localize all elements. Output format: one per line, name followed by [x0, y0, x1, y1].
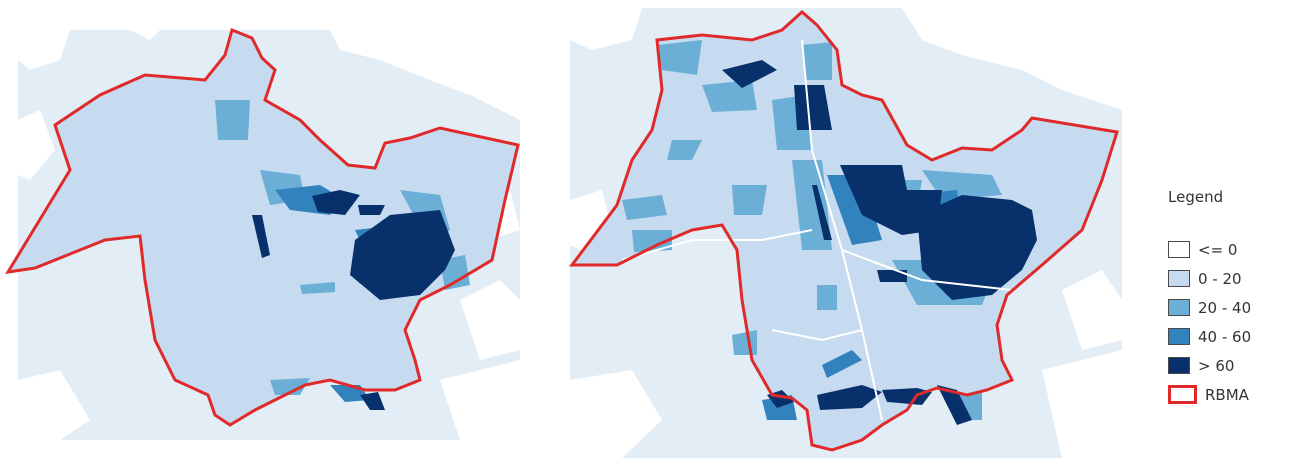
- class-gt-60-areas: [252, 190, 455, 410]
- rbma-boundary-left: [5, 27, 520, 427]
- legend-label: > 60: [1198, 356, 1235, 375]
- legend-swatch: [1168, 299, 1190, 316]
- legend-item: 40 - 60: [1168, 322, 1284, 351]
- map-panel-right[interactable]: [562, 0, 1130, 475]
- class-gt-60-areas: [722, 60, 1037, 425]
- rbma-boundary-right: [569, 9, 1119, 452]
- legend-item: RBMA: [1168, 380, 1284, 409]
- legend-item: <= 0: [1168, 235, 1284, 264]
- legend-item: 20 - 40: [1168, 293, 1284, 322]
- legend-swatch: [1168, 357, 1190, 374]
- legend-swatch: [1168, 385, 1197, 404]
- legend-items: <= 0 0 - 20 20 - 40 40 - 60 > 60 RBMA: [1168, 235, 1284, 409]
- map-legend: Legend <= 0 0 - 20 20 - 40 40 - 60 > 60 RBMA: [1168, 188, 1284, 409]
- rbma-area-right: [572, 12, 1117, 450]
- legend-label: 0 - 20: [1198, 269, 1242, 288]
- legend-title: Legend: [1168, 188, 1224, 206]
- legend-label: <= 0: [1198, 240, 1238, 259]
- legend-swatch: [1168, 241, 1190, 258]
- no-data-areas: [570, 8, 1122, 458]
- legend-item: 0 - 20: [1168, 264, 1284, 293]
- legend-label: 20 - 40: [1198, 298, 1252, 317]
- legend-swatch: [1168, 270, 1190, 287]
- legend-swatch: [1168, 328, 1190, 345]
- road-network: [621, 39, 1013, 421]
- legend-label: RBMA: [1205, 385, 1249, 404]
- legend-label: 40 - 60: [1198, 327, 1252, 346]
- map-panel-left[interactable]: [0, 0, 530, 475]
- legend-item: > 60: [1168, 351, 1284, 380]
